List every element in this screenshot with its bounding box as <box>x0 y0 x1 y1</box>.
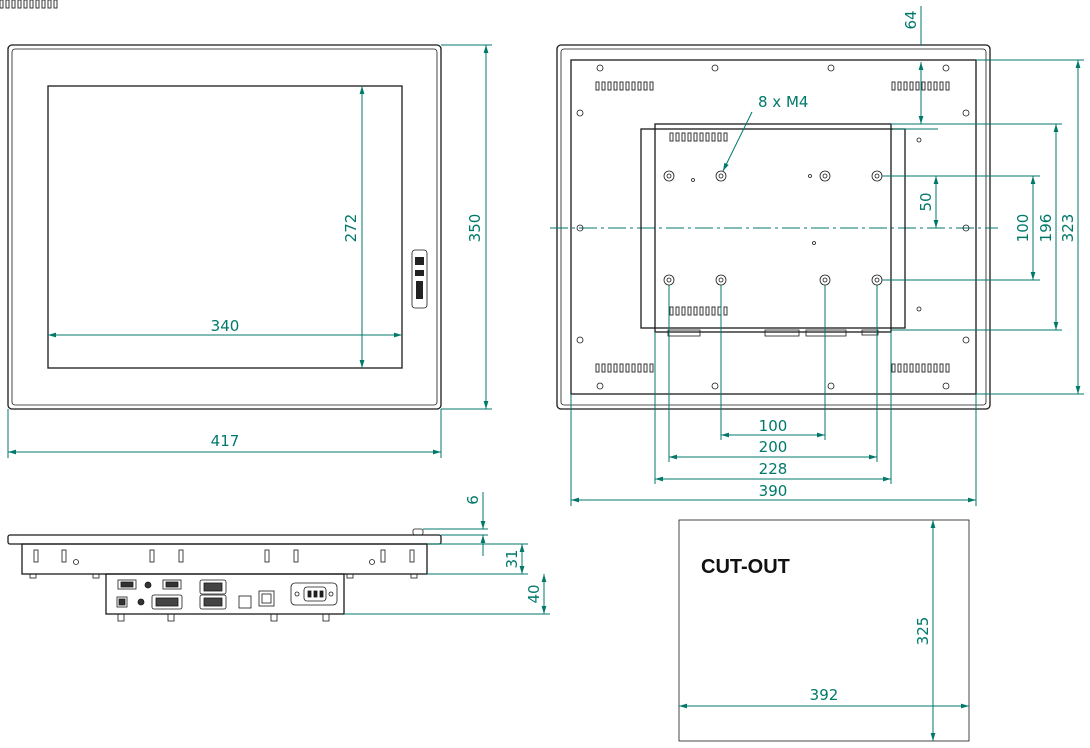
cutout-title: CUT-OUT <box>701 556 790 578</box>
overall-width-dimension: 417 <box>211 432 240 450</box>
frame-screws <box>576 64 970 390</box>
cutout-width-dimension: 392 <box>810 686 839 704</box>
cutout-height-dimension: 325 <box>914 617 932 646</box>
rear-view: 8 x M4 64 50 100 196 323 100 <box>0 0 1084 506</box>
vesa-half-dimension: 50 <box>917 192 935 211</box>
vent-slots <box>0 0 950 373</box>
bezel-depth-dimension: 6 <box>464 495 482 505</box>
io-box-depth-dimension: 40 <box>525 584 543 603</box>
vesa-vertical-dimension: 100 <box>1014 214 1032 243</box>
mount-holes-label: 8 x M4 <box>758 93 808 111</box>
housing-depth-dimension: 31 <box>503 549 521 568</box>
front-view: 340 272 350 417 <box>7 44 492 458</box>
box-height-dimension: 196 <box>1037 214 1055 243</box>
top-offset-dimension: 64 <box>902 10 920 29</box>
cutout-view: CUT-OUT 392 325 <box>678 519 970 742</box>
io-connectors-icon <box>116 579 338 610</box>
logo-badge-icon <box>411 249 428 309</box>
vesa-horizontal-dimension: 100 <box>759 417 788 435</box>
overall-height-dimension: 350 <box>466 214 484 243</box>
vesa-m4-holes <box>663 170 883 286</box>
side-view: 6 31 40 <box>7 492 550 622</box>
rear-width-dimension: 390 <box>759 482 788 500</box>
screen-height-dimension: 272 <box>342 214 360 243</box>
screen-width-dimension: 340 <box>211 317 240 335</box>
rear-height-dimension: 323 <box>1059 214 1077 243</box>
box-width-dimension: 228 <box>759 460 788 478</box>
mount-span-dimension: 200 <box>759 438 788 456</box>
